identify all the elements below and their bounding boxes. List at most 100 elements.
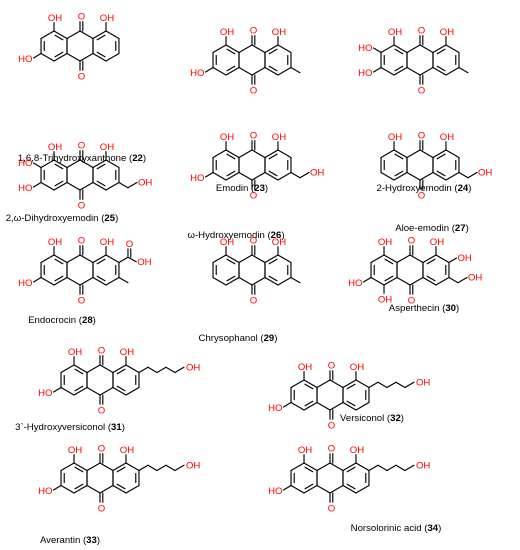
ring-bond	[445, 44, 460, 54]
ring-bond	[393, 171, 408, 181]
ring-bond	[251, 66, 266, 76]
ring-bond	[99, 484, 114, 494]
hydroxyl-label: HO	[348, 278, 362, 289]
hydroxyl-label: HO	[268, 486, 282, 497]
ring-bond	[225, 66, 240, 76]
caption-paren: )	[466, 223, 469, 234]
caption-paren: )	[93, 315, 96, 326]
ring-bond	[380, 149, 395, 159]
chain-bond	[156, 366, 167, 374]
ring-bond	[212, 149, 227, 159]
hydroxyl-label: OH	[457, 253, 471, 264]
double-bond-line	[226, 170, 236, 177]
double-bond-line	[346, 466, 356, 473]
ring-bond	[40, 254, 55, 264]
hydroxyl-label: OH	[430, 237, 444, 248]
ring-bond	[419, 149, 434, 159]
double-bond-line	[96, 34, 106, 41]
hydroxyl-label: HO	[18, 54, 32, 65]
chain-bond	[404, 381, 415, 389]
chain-bond	[127, 181, 138, 189]
ring-bond	[342, 484, 357, 494]
ring-bond	[435, 276, 450, 286]
carbonyl-oxygen: O	[250, 26, 257, 37]
ring-bond	[212, 66, 227, 76]
ring-bond	[355, 484, 370, 494]
ring-bond	[445, 149, 460, 159]
hydroxyl-label: OH	[440, 27, 454, 38]
carbonyl-oxygen: O	[78, 295, 85, 306]
carbonyl-oxygen: O	[78, 236, 85, 247]
ring-bond	[432, 149, 447, 159]
ring-bond	[238, 254, 253, 264]
ring-bond	[355, 379, 370, 389]
oh-bond	[32, 181, 42, 188]
compound-caption: Aloe-emodin (27)	[395, 223, 469, 234]
ring-bond	[290, 462, 305, 472]
double-bond-line	[268, 153, 278, 160]
oh-bond	[362, 276, 372, 283]
ring-bond	[264, 171, 279, 181]
double-bond-line	[268, 170, 278, 177]
hydroxyl-label: OH	[186, 460, 200, 471]
double-bond-line	[74, 368, 84, 375]
carbonyl-oxygen: O	[98, 346, 105, 357]
compound-caption: Norsolorinic acid (34)	[351, 523, 442, 534]
hydroxyl-label: OH	[100, 142, 114, 153]
ring-bond	[225, 149, 240, 159]
compound-caption: Emodin (23)	[216, 183, 268, 194]
oh-bond	[204, 171, 214, 178]
ring-bond	[112, 462, 127, 472]
carboxyl-bond	[127, 256, 137, 263]
oh-bond	[372, 66, 382, 73]
ring-bond	[53, 159, 68, 169]
hydroxyl-label: HO	[18, 183, 32, 194]
double-bond-line	[96, 180, 106, 187]
hydroxyl-label: OH	[298, 362, 312, 373]
caption-paren: )	[143, 153, 146, 164]
ring-bond	[40, 52, 55, 62]
ring-bond	[92, 181, 107, 191]
chain-bond	[138, 366, 149, 374]
compound-number: 29	[264, 333, 275, 344]
ring-bond	[212, 171, 227, 181]
compound-number: 32	[390, 413, 401, 424]
ring-bond	[105, 276, 120, 286]
ring-bond	[40, 276, 55, 286]
ring-bond	[393, 149, 408, 159]
hydroxyl-label: HO	[38, 486, 52, 497]
caption-paren: )	[281, 230, 284, 241]
chain-bond	[395, 381, 406, 389]
caption-paren: )	[438, 523, 441, 534]
oh-bond	[282, 484, 292, 491]
oh-bond	[372, 47, 382, 54]
ring-bond	[53, 181, 68, 191]
ring-bond	[53, 30, 68, 40]
chain-bond	[147, 366, 158, 374]
ring-bond	[40, 30, 55, 40]
chain-bond	[368, 464, 379, 472]
chain-bond	[467, 171, 478, 179]
compound-name: 1,6,8-Trihydroxyxanthone (	[18, 153, 133, 164]
caption-paren: )	[115, 213, 118, 224]
double-bond-line	[304, 400, 314, 407]
methyl-bond	[290, 66, 301, 74]
hydroxyl-label: OH	[138, 178, 152, 189]
compound-name: Versiconol (	[340, 413, 391, 424]
methyl-bond	[118, 181, 129, 189]
double-bond-line	[226, 153, 236, 160]
ring-bond	[264, 66, 279, 76]
ring-bond	[212, 276, 227, 286]
ring-bond	[238, 171, 253, 181]
compound-name: Endocrocin (	[28, 315, 83, 326]
ring-bond	[303, 484, 318, 494]
methyl-bond	[448, 276, 459, 284]
ring-bond	[316, 379, 331, 389]
hydroxyl-label: OH	[416, 377, 430, 388]
caption-paren: )	[456, 303, 459, 314]
